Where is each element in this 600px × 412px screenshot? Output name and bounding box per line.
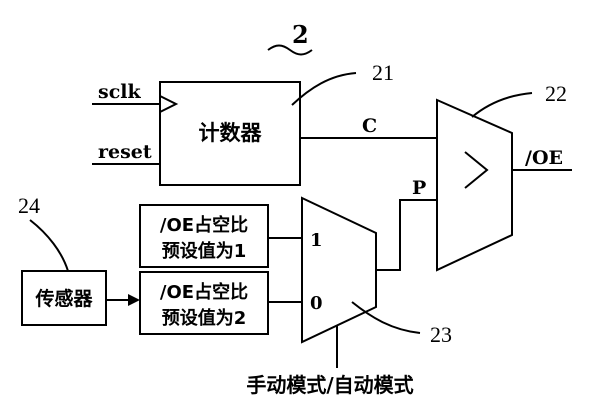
figure-ref-label: 2 — [292, 20, 309, 49]
comparator-block — [436, 98, 513, 272]
reset-label: reset — [98, 141, 152, 163]
counter-ref-leader — [291, 72, 357, 106]
preset1-block — [139, 204, 269, 268]
sensor-ref-label: 24 — [18, 193, 40, 218]
mux-input0-label: 0 — [310, 293, 323, 314]
mux-output-label: P — [412, 177, 426, 199]
oe-output-label: /OE — [525, 147, 563, 169]
sensor-block — [21, 270, 107, 326]
comparator-ref-label: 22 — [545, 81, 567, 106]
sensor-label: 传感器 — [34, 287, 93, 310]
mux-ref-leader — [351, 301, 421, 334]
preset1-line2: 预设值为1 — [162, 240, 247, 262]
mux-output-wire — [376, 199, 437, 271]
mode-select-label: 手动模式/自动模式 — [246, 373, 413, 397]
counter-ref-label: 21 — [372, 60, 394, 85]
mux-ref-label: 23 — [430, 322, 452, 347]
sensor-arrow-head — [128, 294, 140, 306]
comparator-ref-leader — [471, 92, 533, 118]
mux-block — [301, 196, 377, 344]
counter-output-label: C — [362, 115, 377, 137]
preset2-line1: /OE占空比 — [160, 281, 248, 303]
sensor-ref-leader — [29, 219, 69, 272]
preset2-line2: 预设值为2 — [162, 307, 247, 329]
counter-label: 计数器 — [199, 121, 263, 145]
comparator-symbol — [464, 151, 489, 189]
sclk-label: sclk — [98, 81, 141, 103]
figure-ref-tilde — [267, 44, 313, 56]
preset1-line1: /OE占空比 — [160, 214, 248, 236]
mux-input1-label: 1 — [310, 230, 323, 251]
clock-input-marker — [159, 95, 179, 113]
counter-block — [159, 81, 301, 186]
